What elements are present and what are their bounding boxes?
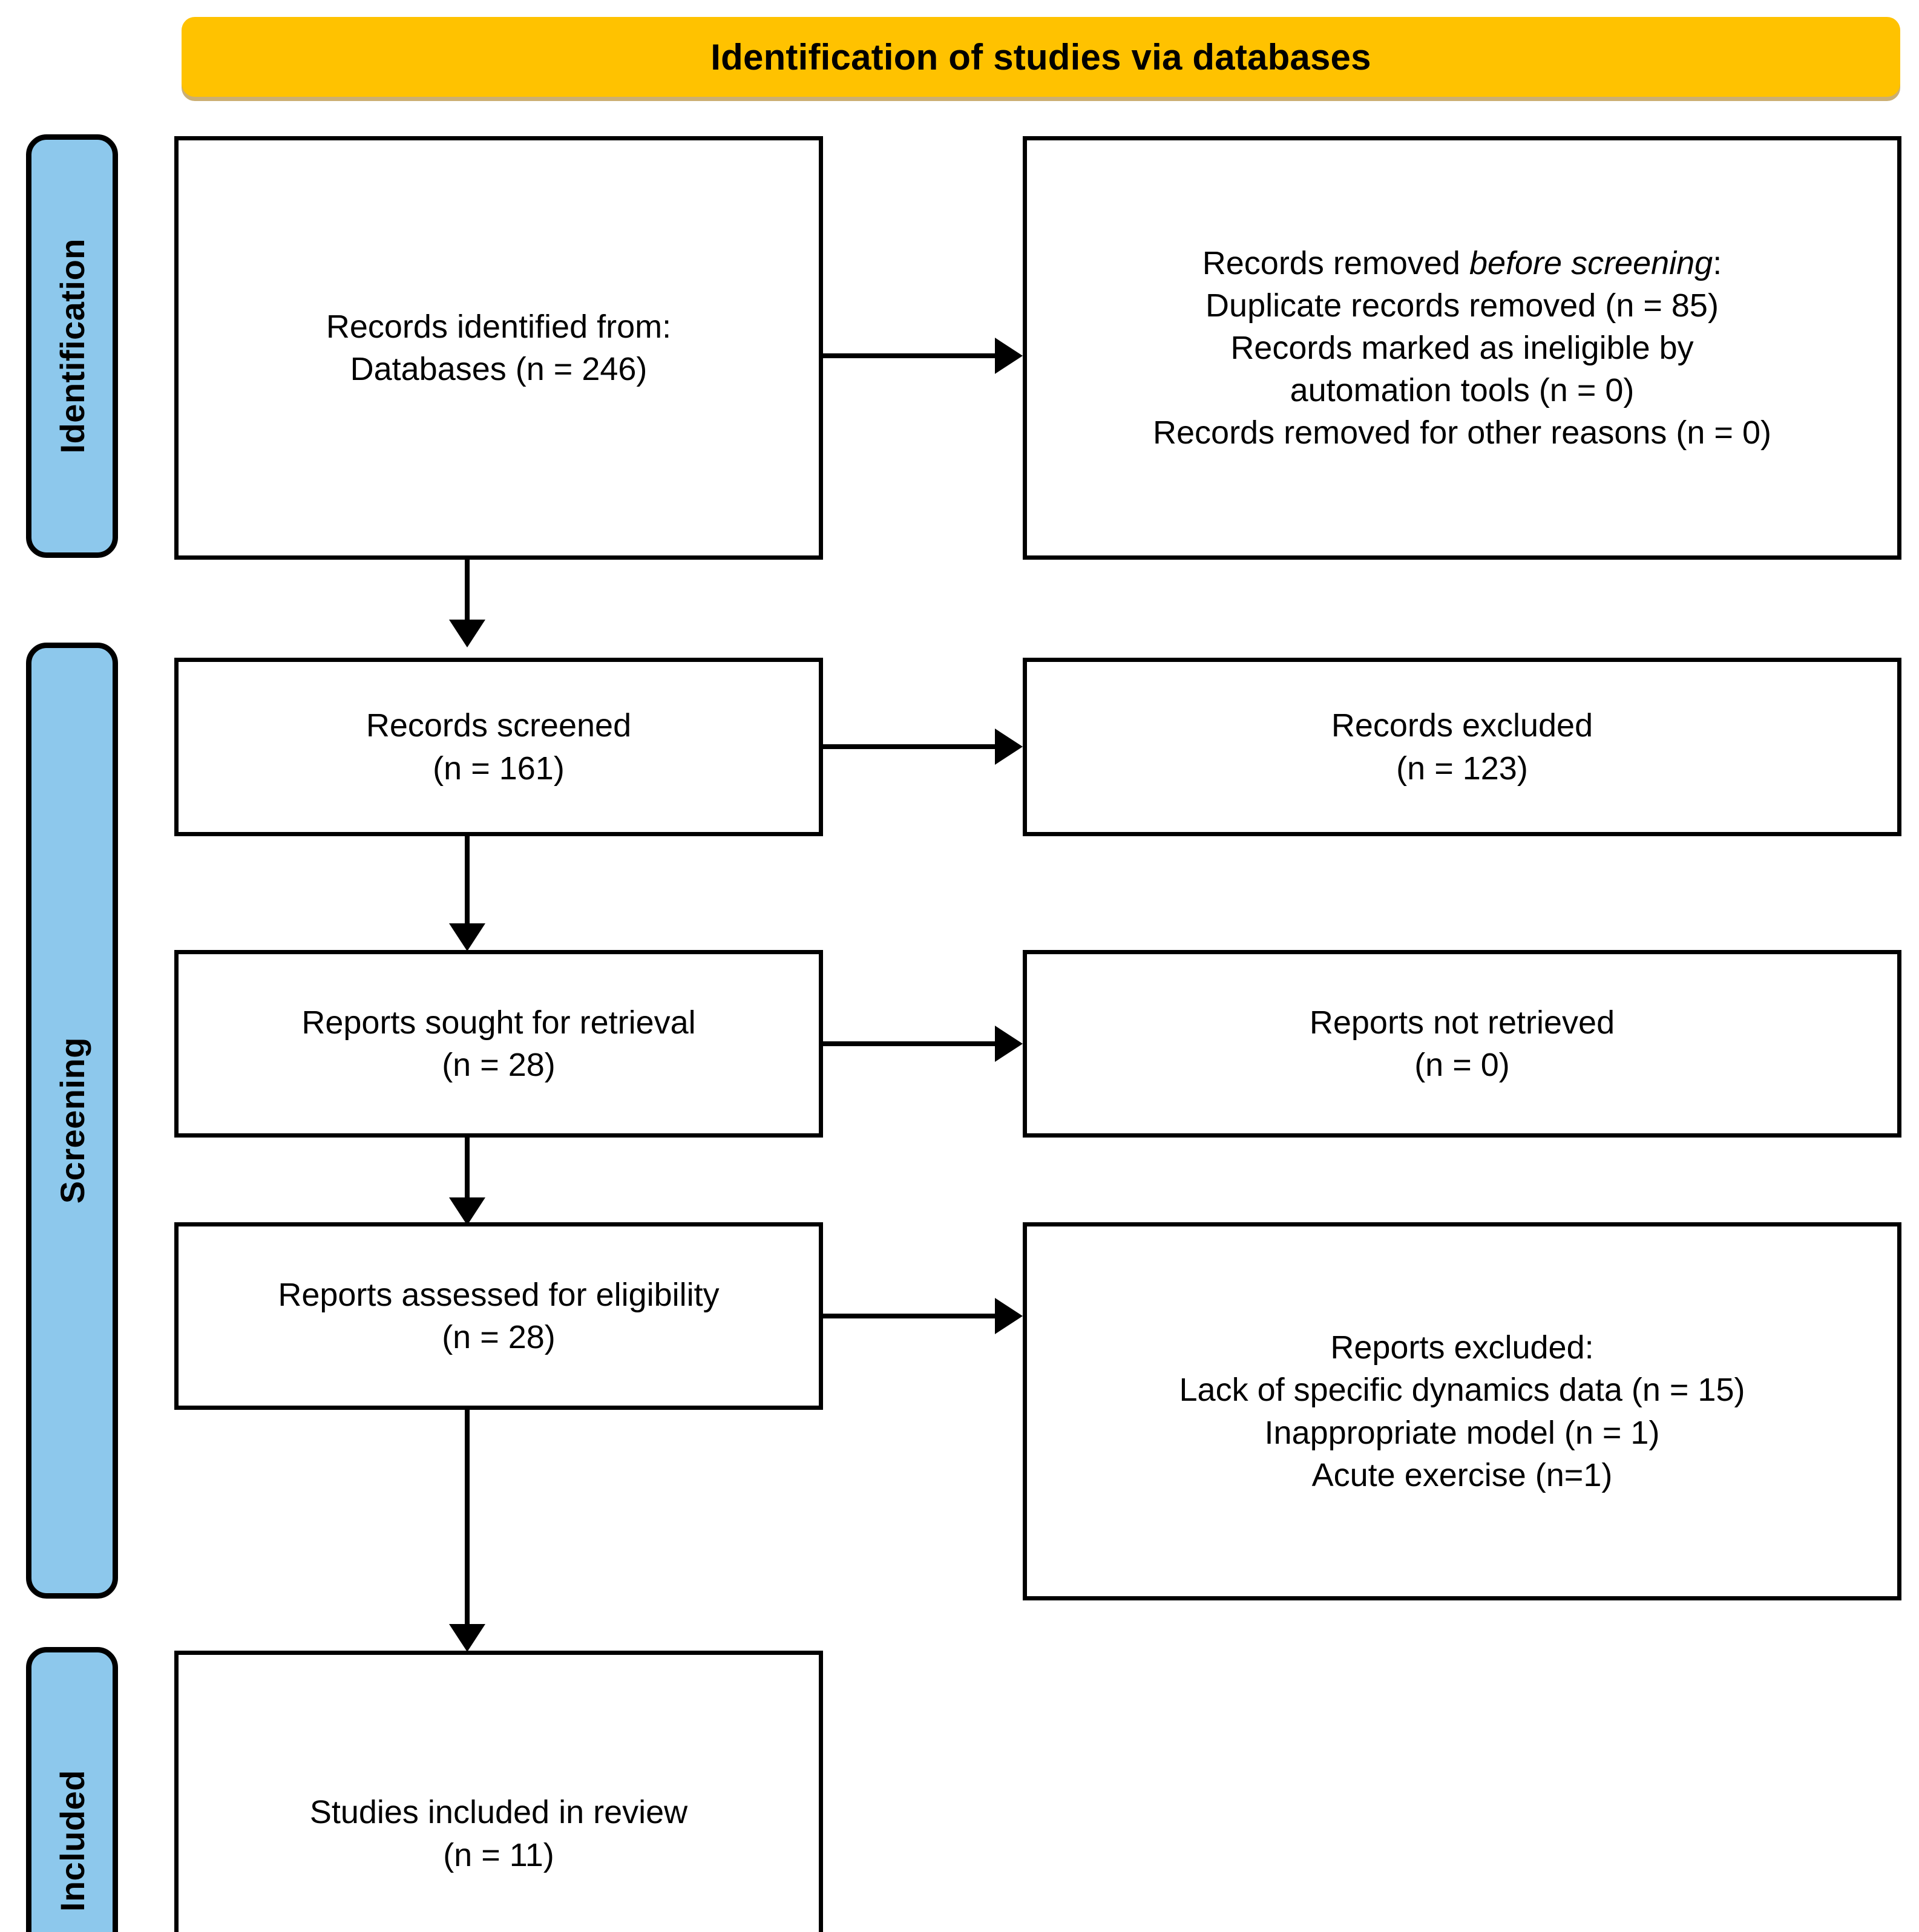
stage-label-included: Included xyxy=(26,1647,118,1932)
stage-label-identification: Identification xyxy=(26,134,118,558)
box-records-removed-line-ineligible: Records marked as ineligible by xyxy=(1230,329,1694,366)
box-records-excluded-text: Records excluded (n = 123) xyxy=(1331,707,1593,787)
box-records-removed-heading-suffix: : xyxy=(1713,244,1722,281)
box-studies-included: Studies included in review (n = 11) xyxy=(174,1651,823,1932)
arrow-shaft xyxy=(823,1314,997,1318)
box-reports-excluded: Reports excluded: Lack of specific dynam… xyxy=(1023,1222,1901,1600)
box-records-removed-line-other: Records removed for other reasons (n = 0… xyxy=(1153,414,1771,451)
box-records-screened-text: Records screened (n = 161) xyxy=(366,707,632,787)
box-reports-sought-text: Reports sought for retrieval (n = 28) xyxy=(301,1004,696,1083)
arrow-head xyxy=(449,923,485,951)
arrow-head xyxy=(995,1298,1023,1334)
box-records-removed-text: Records removed before screening: Duplic… xyxy=(1153,242,1771,454)
box-reports-sought: Reports sought for retrieval (n = 28) xyxy=(174,950,823,1138)
box-records-removed-heading-prefix: Records removed xyxy=(1202,244,1469,281)
diagram-header-banner: Identification of studies via databases xyxy=(182,17,1900,97)
stage-label-included-text: Included xyxy=(53,1769,91,1912)
arrow-shaft xyxy=(823,1041,997,1046)
diagram-title: Identification of studies via databases xyxy=(710,36,1371,77)
box-reports-not-retrieved: Reports not retrieved (n = 0) xyxy=(1023,950,1901,1138)
box-records-identified: Records identified from: Databases (n = … xyxy=(174,136,823,560)
arrow-head xyxy=(995,338,1023,374)
box-records-removed-line-automation: automation tools (n = 0) xyxy=(1290,372,1635,409)
arrow-head xyxy=(995,729,1023,765)
arrow-shaft xyxy=(465,836,470,924)
arrow-head xyxy=(995,1026,1023,1062)
arrow-shaft xyxy=(465,560,470,620)
box-reports-excluded-reason-2: Inappropriate model (n = 1) xyxy=(1264,1414,1660,1451)
box-records-removed-heading-emphasis: before screening xyxy=(1469,244,1713,281)
box-records-excluded: Records excluded (n = 123) xyxy=(1023,658,1901,836)
box-records-screened: Records screened (n = 161) xyxy=(174,658,823,836)
box-reports-excluded-text: Reports excluded: Lack of specific dynam… xyxy=(1179,1326,1745,1496)
arrow-shaft xyxy=(465,1410,470,1625)
box-records-removed: Records removed before screening: Duplic… xyxy=(1023,136,1901,560)
box-reports-excluded-reason-1: Lack of specific dynamics data (n = 15) xyxy=(1179,1372,1745,1409)
stage-label-screening: Screening xyxy=(26,643,118,1599)
box-records-removed-line-duplicates: Duplicate records removed (n = 85) xyxy=(1206,287,1719,324)
arrow-shaft xyxy=(823,744,997,749)
stage-label-screening-text: Screening xyxy=(53,1037,91,1204)
arrow-head xyxy=(449,1197,485,1225)
box-reports-assessed-text: Reports assessed for eligibility (n = 28… xyxy=(278,1276,720,1355)
arrow-head xyxy=(449,620,485,647)
stage-label-identification-text: Identification xyxy=(53,238,91,454)
box-studies-included-text: Studies included in review (n = 11) xyxy=(309,1794,688,1873)
box-reports-not-retrieved-text: Reports not retrieved (n = 0) xyxy=(1309,1004,1615,1083)
box-records-identified-text: Records identified from: Databases (n = … xyxy=(326,308,672,387)
arrow-shaft xyxy=(465,1138,470,1198)
box-reports-assessed: Reports assessed for eligibility (n = 28… xyxy=(174,1222,823,1410)
arrow-shaft xyxy=(823,353,997,358)
arrow-head xyxy=(449,1624,485,1652)
box-reports-excluded-heading: Reports excluded: xyxy=(1330,1329,1594,1366)
box-reports-excluded-reason-3: Acute exercise (n=1) xyxy=(1311,1456,1613,1493)
